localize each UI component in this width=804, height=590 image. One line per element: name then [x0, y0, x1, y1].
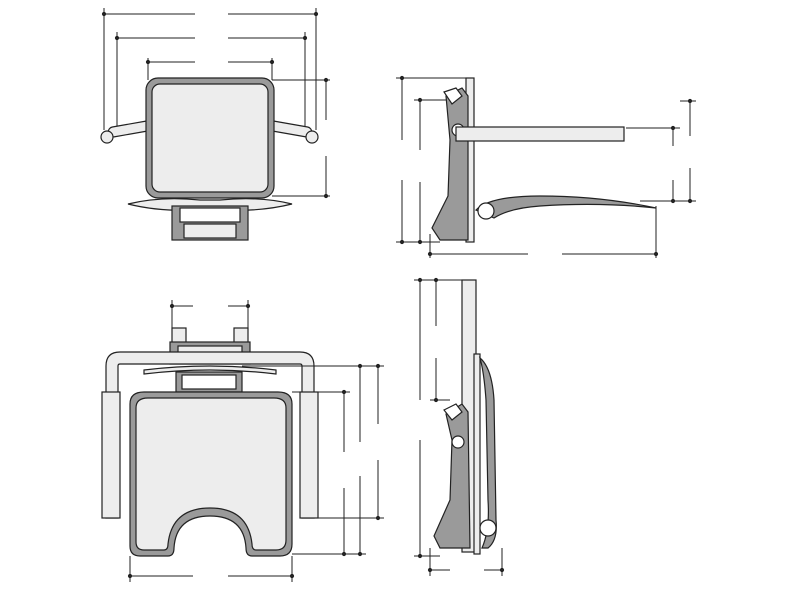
side-view-open	[396, 75, 696, 258]
side-view-folded	[414, 277, 505, 576]
front-view	[100, 8, 330, 241]
top-view	[101, 300, 384, 582]
